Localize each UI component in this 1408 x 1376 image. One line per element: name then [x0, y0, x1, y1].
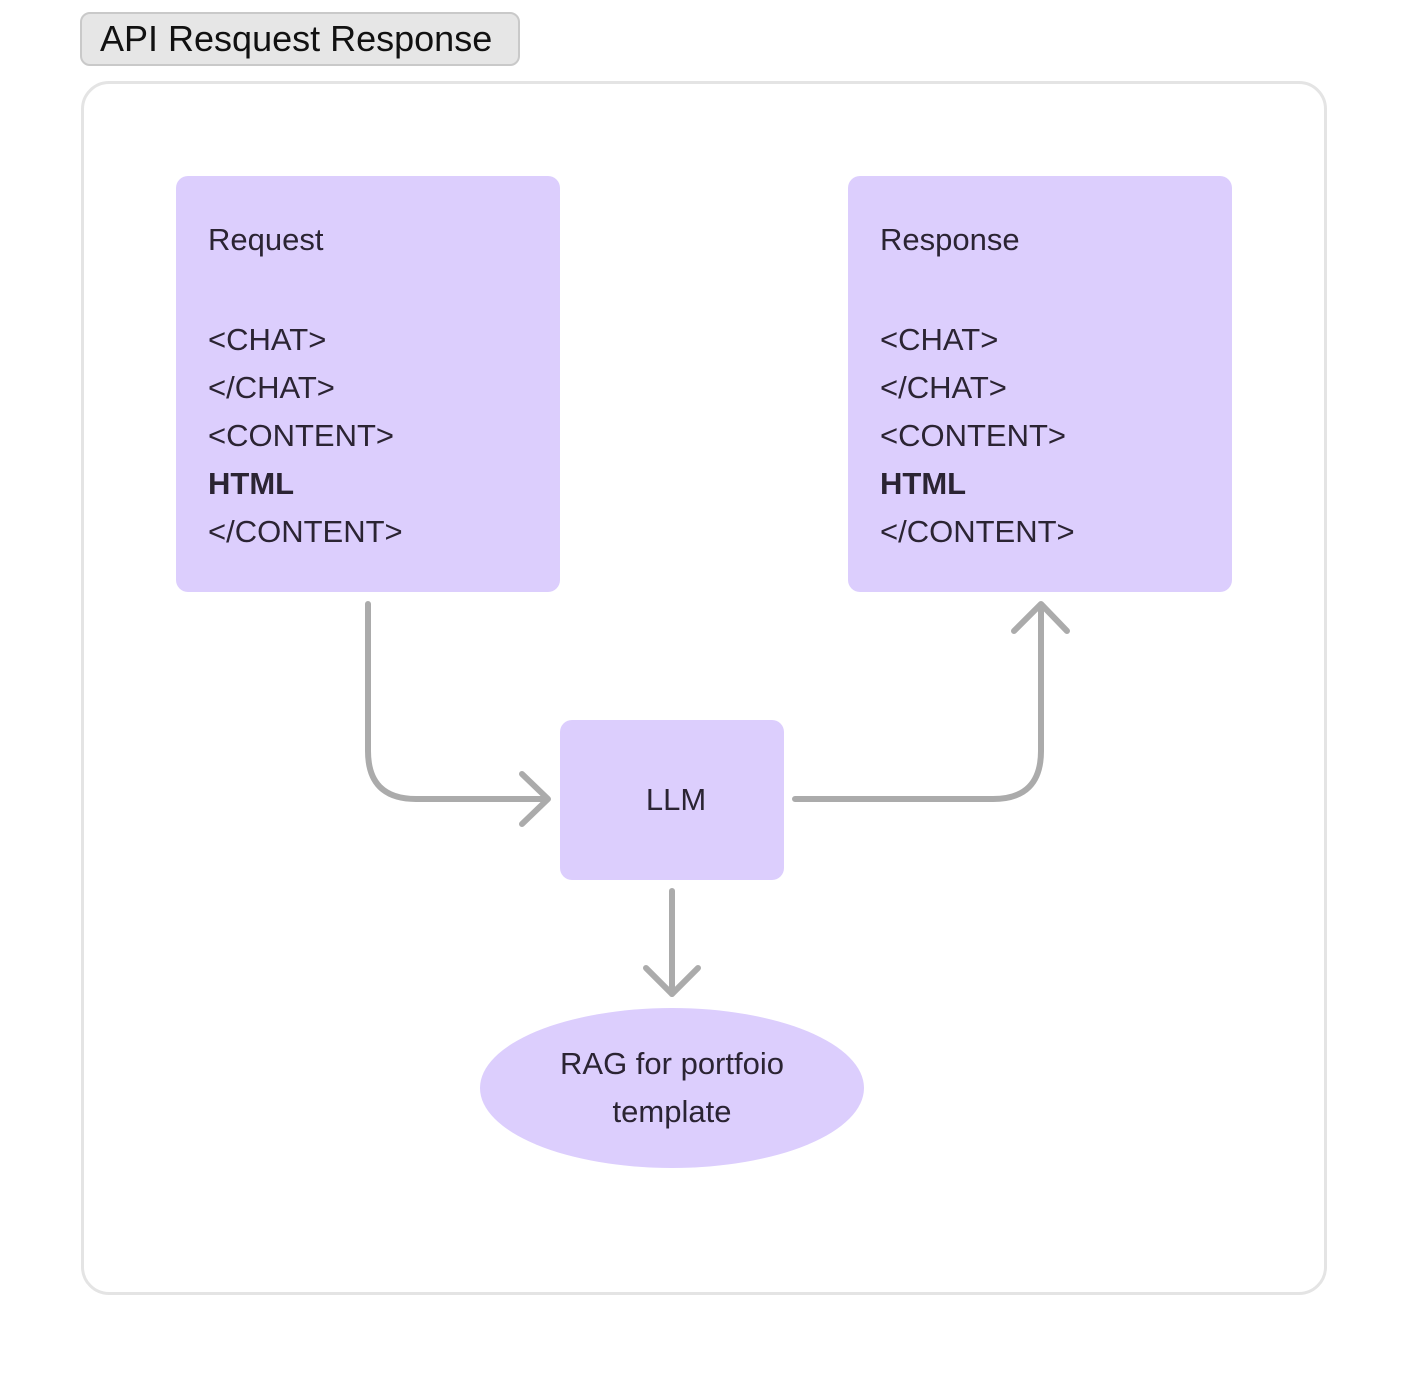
request-content-open: <CONTENT> [208, 418, 395, 453]
response-content-close: </CONTENT> [880, 514, 1075, 549]
frame-title[interactable]: API Resquest Response [80, 12, 520, 66]
llm-box[interactable]: LLM [560, 720, 784, 880]
rag-label-line1: RAG for portfoio [560, 1046, 784, 1081]
request-content-close: </CONTENT> [208, 514, 403, 549]
request-heading: Request [208, 222, 324, 257]
request-spacer [208, 260, 560, 316]
rag-label-line2: template [612, 1094, 732, 1129]
llm-label: LLM [645, 782, 707, 817]
response-content-open: <CONTENT> [880, 418, 1067, 453]
request-html: HTML [208, 466, 295, 501]
response-box[interactable]: Response <CHAT> </CHAT> <CONTENT> HTML <… [848, 176, 1232, 592]
response-heading: Response [880, 222, 1020, 257]
response-chat-open: <CHAT> [880, 322, 999, 357]
response-chat-close: </CHAT> [880, 370, 1007, 405]
response-html: HTML [880, 466, 967, 501]
response-spacer [880, 260, 1232, 316]
rag-ellipse[interactable]: RAG for portfoio template [480, 1008, 864, 1168]
request-box[interactable]: Request <CHAT> </CHAT> <CONTENT> HTML </… [176, 176, 560, 592]
request-chat-open: <CHAT> [208, 322, 327, 357]
request-chat-close: </CHAT> [208, 370, 335, 405]
